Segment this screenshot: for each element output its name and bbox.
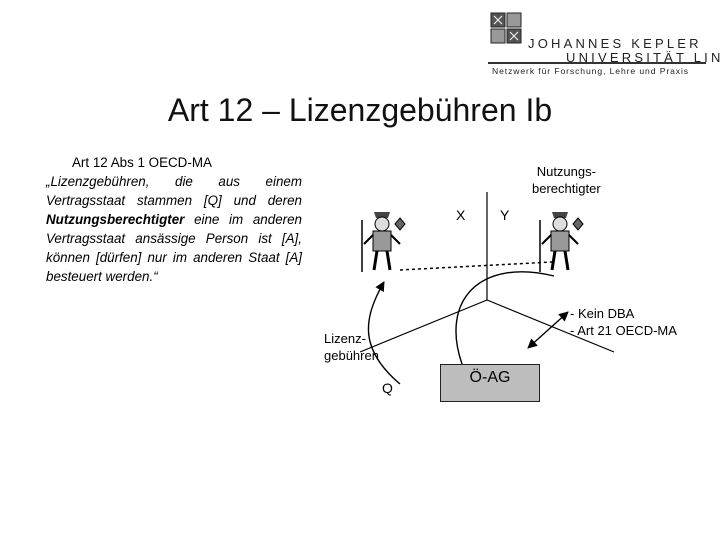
logo-tagline: Netzwerk für Forschung, Lehre und Praxis <box>492 66 689 76</box>
quote-bold-term: Nutzungsberechtigter <box>46 212 185 227</box>
state-y-label: Y <box>500 207 510 223</box>
crest-icon <box>490 12 522 44</box>
royalties-line1: Lizenz- <box>324 331 366 346</box>
logo-divider <box>488 62 706 64</box>
dashed-link <box>399 261 553 271</box>
quote-text-part1: „Lizenzgebühren, die aus einem Vertragss… <box>46 174 302 208</box>
beneficial-owner-label: Nutzungs- berechtigter <box>532 163 601 197</box>
quote-text: „Lizenzgebühren, die aus einem Vertragss… <box>46 172 302 286</box>
border-line-left <box>359 299 488 353</box>
treaty-note: - Kein DBA - Art 21 OECD-MA <box>570 305 677 339</box>
beneficial-owner-line2: berechtigter <box>532 181 601 196</box>
logo-university-name-2: UNIVERSITÄT LINZ <box>566 50 720 65</box>
quote-text-part2: eine im anderen Vertragsstaat ansässige … <box>46 212 302 284</box>
person-right-icon <box>539 212 584 272</box>
person-left-icon <box>361 212 406 272</box>
ownership-curve <box>455 271 555 365</box>
treaty-quote: Art 12 Abs 1 OECD-MA „Lizenzgebühren, di… <box>46 153 302 286</box>
beneficial-owner-line1: Nutzungs- <box>536 164 596 179</box>
state-x-label: X <box>456 207 466 223</box>
royalties-label: Lizenz- gebühren <box>324 330 379 364</box>
treaty-note-line1: - Kein DBA <box>570 306 635 321</box>
logo-university-name-1: JOHANNES KEPLER <box>528 36 702 51</box>
slide-title: Art 12 – Lizenzgebühren Ib <box>167 92 553 128</box>
double-arrow <box>527 311 569 349</box>
source-state-label: Q <box>382 380 393 396</box>
company-box-label: Ö-AG <box>469 369 511 386</box>
company-box: Ö-AG <box>440 364 540 402</box>
royalty-arrow <box>367 281 401 385</box>
university-logo: JOHANNES KEPLER UNIVERSITÄT LINZ Netzwer… <box>488 10 720 76</box>
royalties-line2: gebühren <box>324 348 379 363</box>
treaty-note-line2: - Art 21 OECD-MA <box>570 323 677 338</box>
quote-heading: Art 12 Abs 1 OECD-MA <box>72 155 212 170</box>
